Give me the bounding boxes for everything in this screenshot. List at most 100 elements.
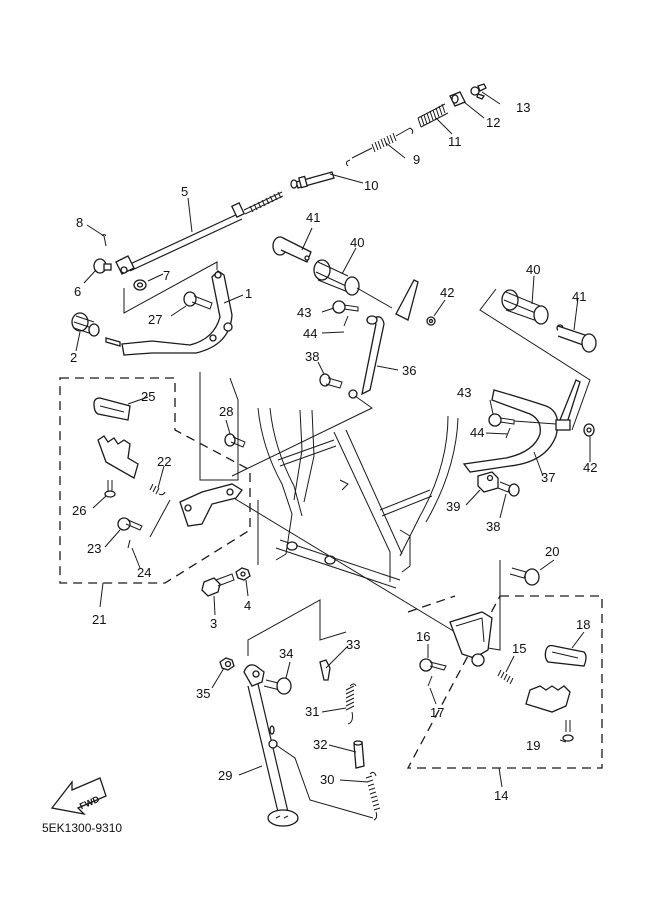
pin-41-right[interactable] (556, 324, 597, 353)
shift-pedal-rubber[interactable] (71, 312, 100, 337)
cotter-pin-44-left[interactable] (343, 315, 349, 327)
rear-footrest-bracket-36[interactable] (348, 279, 419, 399)
callout-44-right[interactable]: 44 (470, 425, 484, 440)
plate-39[interactable] (477, 471, 499, 493)
callout-3[interactable]: 3 (210, 616, 217, 631)
collar-32[interactable] (353, 740, 365, 769)
callout-12[interactable]: 12 (486, 115, 500, 130)
rod-10[interactable] (290, 171, 335, 189)
sidestand-29[interactable] (243, 664, 299, 827)
callout-44-left[interactable]: 44 (303, 326, 317, 341)
joint-6[interactable] (93, 258, 112, 274)
callout-30[interactable]: 30 (320, 772, 334, 787)
wing-nut-13[interactable] (470, 83, 487, 100)
callout-33[interactable]: 33 (346, 637, 360, 652)
spring-22[interactable] (149, 483, 166, 496)
callout-7[interactable]: 7 (163, 268, 170, 283)
callout-17[interactable]: 17 (430, 705, 444, 720)
bolt-3[interactable] (201, 573, 235, 597)
callout-34[interactable]: 34 (279, 646, 293, 661)
callout-10[interactable]: 10 (364, 178, 378, 193)
callout-40-left[interactable]: 40 (350, 235, 364, 250)
callout-24[interactable]: 24 (137, 565, 151, 580)
callout-21[interactable]: 21 (92, 612, 106, 627)
cotter-pin-24[interactable] (127, 539, 131, 549)
spring-15[interactable] (497, 669, 514, 685)
callout-37[interactable]: 37 (541, 470, 555, 485)
callout-20[interactable]: 20 (545, 544, 559, 559)
callout-39[interactable]: 39 (446, 499, 460, 514)
screw-26[interactable] (104, 480, 116, 498)
bolt-28[interactable] (224, 433, 246, 448)
rear-footrest-bracket-37[interactable] (462, 379, 581, 473)
callout-41-left[interactable]: 41 (306, 210, 320, 225)
nut-4[interactable] (235, 567, 251, 581)
pin-16[interactable] (419, 658, 447, 672)
callout-35[interactable]: 35 (196, 686, 210, 701)
callout-29[interactable]: 29 (218, 768, 232, 783)
callout-11[interactable]: 11 (448, 134, 462, 149)
footrest-cover-18[interactable] (544, 644, 587, 667)
pin-43-left[interactable] (332, 300, 359, 314)
footrest-left[interactable] (97, 435, 139, 479)
callout-41-right[interactable]: 41 (572, 289, 586, 304)
footrest-bracket-left[interactable] (179, 483, 243, 527)
callout-42-right[interactable]: 42 (583, 460, 597, 475)
callout-9[interactable]: 9 (413, 152, 420, 167)
joint-12[interactable] (449, 91, 466, 107)
callout-14[interactable]: 14 (494, 788, 508, 803)
washer-42-left[interactable] (426, 316, 436, 326)
spring-31[interactable] (345, 683, 357, 725)
bolt-27[interactable] (183, 291, 213, 310)
bolt-20[interactable] (509, 567, 540, 586)
footrest-cover-25[interactable] (93, 397, 131, 421)
spring-hook-33[interactable] (319, 659, 331, 681)
bolt-38-left[interactable] (319, 373, 343, 389)
callout-40-right[interactable]: 40 (526, 262, 540, 277)
washer-7[interactable] (133, 279, 147, 291)
footrest-right[interactable] (525, 685, 571, 713)
callout-36[interactable]: 36 (402, 363, 416, 378)
footrest-bracket-right[interactable] (449, 611, 493, 667)
spring-30[interactable] (365, 771, 381, 821)
callout-4[interactable]: 4 (244, 598, 251, 613)
cotter-pin-44-right[interactable] (505, 427, 511, 439)
brake-rod[interactable] (115, 191, 284, 275)
callout-8[interactable]: 8 (76, 215, 83, 230)
spring-9[interactable] (345, 127, 414, 167)
callout-32[interactable]: 32 (313, 737, 327, 752)
callout-1[interactable]: 1 (245, 286, 252, 301)
shift-pedal[interactable] (105, 270, 233, 356)
callout-28[interactable]: 28 (219, 404, 233, 419)
callout-25[interactable]: 25 (141, 389, 155, 404)
callout-2[interactable]: 2 (70, 350, 77, 365)
callout-23[interactable]: 23 (87, 541, 101, 556)
callout-26[interactable]: 26 (72, 503, 86, 518)
callout-13[interactable]: 13 (516, 100, 530, 115)
pin-43-right[interactable] (488, 413, 515, 427)
callout-27[interactable]: 27 (148, 312, 162, 327)
footrest-rubber-40-right[interactable] (501, 289, 549, 325)
nut-35[interactable] (219, 657, 235, 671)
callout-22[interactable]: 22 (157, 454, 171, 469)
bolt-38-right[interactable] (497, 481, 520, 497)
footrest-rubber-40-left[interactable] (313, 259, 360, 296)
washer-42-right[interactable] (583, 423, 595, 437)
bolt-34[interactable] (263, 677, 292, 695)
callout-31[interactable]: 31 (305, 704, 319, 719)
callout-38-right[interactable]: 38 (486, 519, 500, 534)
spring-11[interactable] (417, 103, 449, 128)
callout-15[interactable]: 15 (512, 641, 526, 656)
callout-43-left[interactable]: 43 (297, 305, 311, 320)
screw-19[interactable] (562, 720, 574, 742)
pin-41-left[interactable] (272, 236, 312, 263)
callout-42-left[interactable]: 42 (440, 285, 454, 300)
callout-19[interactable]: 19 (526, 738, 540, 753)
cotter-pin-17[interactable] (427, 675, 433, 687)
callout-43-right[interactable]: 43 (457, 385, 471, 400)
callout-5[interactable]: 5 (181, 184, 188, 199)
callout-18[interactable]: 18 (576, 617, 590, 632)
callout-38-left[interactable]: 38 (305, 349, 319, 364)
pin-23[interactable] (117, 517, 143, 531)
callout-6[interactable]: 6 (74, 284, 81, 299)
